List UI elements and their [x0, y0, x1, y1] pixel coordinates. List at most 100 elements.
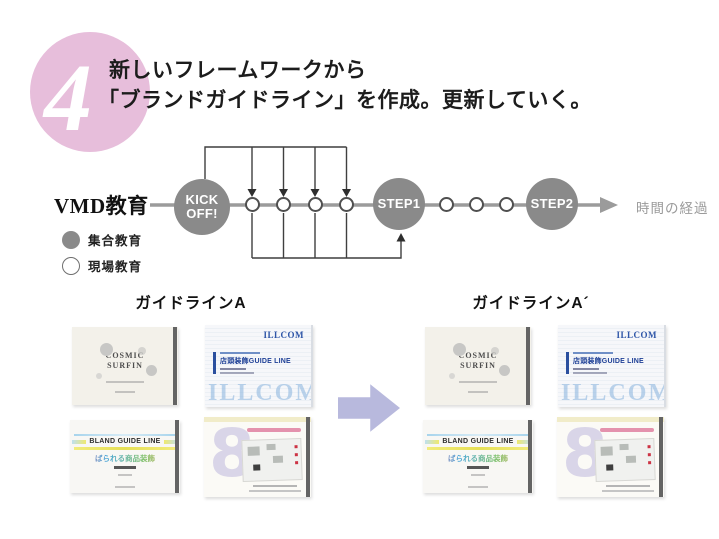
- map-marker: [647, 453, 651, 457]
- legend-item-group-training: 集合教育: [62, 230, 142, 249]
- eight-cover: 8: [557, 417, 664, 497]
- microtext-bar: [253, 485, 297, 487]
- map-block: [619, 443, 629, 451]
- step2-node: STEP2: [526, 178, 578, 230]
- map-marker: [294, 445, 298, 449]
- bland-guideline-cover: BLAND GUIDE LINE ばられる商品装飾: [423, 420, 533, 493]
- illcom-guideline-cover: ILLCOM 店頭装飾GUIDE LINE ILLCOM: [558, 325, 666, 407]
- microtext-bar: [114, 466, 136, 469]
- map-illustration: [241, 437, 303, 483]
- book-spine: [526, 327, 530, 405]
- cover-stripe: [163, 439, 178, 444]
- cover-decor-circle: [453, 343, 466, 356]
- bland-guideline-cover: BLAND GUIDE LINE ばられる商品装飾: [70, 420, 180, 493]
- microtext-bar: [600, 428, 654, 432]
- guideline-a-book-set: COSMIC SURFIN ILLCOM 店頭装飾GUIDE LINE ILLC…: [70, 322, 313, 502]
- title-line-2: 「ブランドガイドライン」を作成。更新していく。: [98, 89, 592, 112]
- microtext-bar: [106, 381, 144, 383]
- cover-stripe: [427, 434, 529, 436]
- field-training-node: [438, 197, 454, 212]
- cover-stripe: [516, 439, 531, 444]
- microtext-bar: [220, 372, 254, 374]
- illcom-watermark: ILLCOM: [561, 380, 666, 406]
- timeline-arrowhead-icon: [600, 197, 618, 213]
- map-block: [247, 446, 260, 456]
- illcom-logo: ILLCOM: [616, 330, 657, 340]
- map-illustration: [594, 437, 656, 483]
- cover-stripe: [427, 447, 529, 450]
- cover-subtitle: ばられる商品装飾: [423, 453, 533, 464]
- cover-title: COSMIC SURFIN: [105, 351, 145, 370]
- cover-title: BLAND GUIDE LINE: [442, 438, 514, 445]
- illcom-guideline-cover: ILLCOM 店頭装飾GUIDE LINE ILLCOM: [205, 325, 313, 407]
- microtext-bar: [573, 372, 607, 374]
- cover-title-row: BLAND GUIDE LINE: [425, 438, 531, 445]
- field-training-node: [468, 197, 484, 212]
- page-title: 新しいフレームワークから 「ブランドガイドライン」を作成。更新していく。: [98, 56, 592, 116]
- field-training-node: [339, 197, 354, 212]
- map-marker: [648, 461, 652, 465]
- microtext-bar: [115, 391, 135, 393]
- field-training-node: [498, 197, 514, 212]
- title-line-1: 新しいフレームワークから: [109, 59, 367, 82]
- kickoff-label-line2: OFF!: [186, 206, 218, 221]
- cover-stripe: [204, 417, 311, 422]
- cosmic-surfin-cover: COSMIC SURFIN: [72, 327, 178, 405]
- microtext-bar: [459, 381, 497, 383]
- top-drop-lines: [251, 147, 348, 190]
- field-training-node: [276, 197, 291, 212]
- cover-decor-circle: [449, 373, 455, 379]
- cover-title-row: BLAND GUIDE LINE: [72, 438, 178, 445]
- cover-stripe: [425, 439, 440, 444]
- microtext-bar: [467, 466, 489, 469]
- step-number: 4: [44, 44, 92, 151]
- kickoff-node: KICK OFF!: [174, 179, 230, 235]
- map-block: [266, 443, 276, 451]
- transition-arrow-icon: [338, 384, 400, 432]
- top-bracket-line: [204, 146, 347, 179]
- microtext-bar: [220, 352, 260, 354]
- up-arrowhead-icon: [396, 233, 406, 242]
- microtext-bar: [468, 391, 488, 393]
- cover-title: BLAND GUIDE LINE: [89, 438, 161, 445]
- time-axis-caption: 時間の経過: [636, 201, 709, 216]
- microtext-bar: [602, 490, 654, 492]
- cover-decor-circle: [499, 365, 510, 376]
- microtext-bar: [247, 428, 301, 432]
- illcom-watermark: ILLCOM: [208, 380, 313, 406]
- map-block: [625, 455, 637, 463]
- microtext-bar: [573, 368, 599, 370]
- microtext-bar: [115, 486, 135, 488]
- cover-decor-circle: [100, 343, 113, 356]
- cover-decor-circle: [491, 347, 499, 355]
- book-spine: [173, 327, 177, 405]
- map-block: [606, 464, 614, 471]
- book-spine: [528, 420, 532, 493]
- guideline-a-prime-label: ガイドラインA´: [472, 295, 590, 312]
- cover-title-block: 店頭装飾GUIDE LINE: [213, 352, 291, 374]
- cover-title-block: 店頭装飾GUIDE LINE: [566, 352, 644, 374]
- book-spine: [306, 417, 310, 497]
- map-marker: [294, 453, 298, 457]
- microtext-bar: [220, 368, 246, 370]
- step-number-badge: 4: [30, 32, 150, 152]
- legend-label: 現場教育: [88, 260, 143, 274]
- microtext-bar: [249, 490, 301, 492]
- eight-cover: 8: [204, 417, 311, 497]
- filled-circle-icon: [62, 230, 80, 249]
- legend-item-field-training: 現場教育: [62, 256, 142, 275]
- field-training-node: [244, 197, 260, 212]
- illcom-logo: ILLCOM: [263, 330, 304, 340]
- cover-decor-circle: [96, 373, 102, 379]
- cover-stripe: [72, 439, 87, 444]
- cover-stripe: [74, 447, 176, 450]
- cover-title: 店頭装飾GUIDE LINE: [220, 358, 291, 365]
- cover-subtitle: ばられる商品装飾: [70, 453, 180, 464]
- down-arrowhead-icons: [247, 189, 351, 197]
- map-block: [253, 464, 261, 471]
- kickoff-label-line1: KICK: [185, 192, 219, 207]
- book-spine: [659, 417, 663, 497]
- microtext-bar: [471, 474, 485, 476]
- cosmic-surfin-cover: COSMIC SURFIN: [425, 327, 531, 405]
